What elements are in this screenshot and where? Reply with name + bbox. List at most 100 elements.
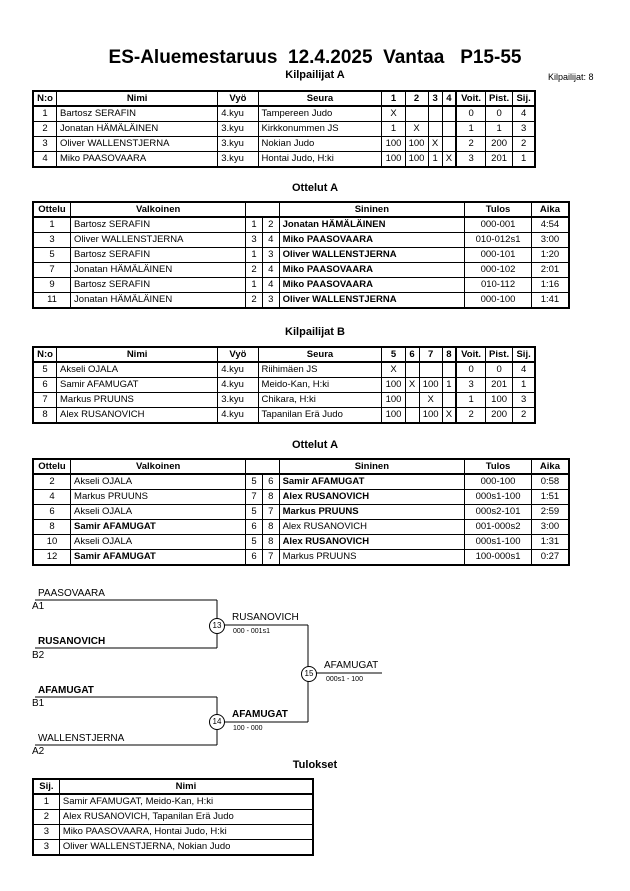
place-cell: 4 bbox=[512, 361, 536, 378]
blue-number: 7 bbox=[261, 549, 280, 566]
matches_b-col-header-spacer bbox=[245, 458, 280, 475]
pool_a-col-header: Pist. bbox=[484, 90, 514, 107]
result-place: 3 bbox=[32, 839, 60, 856]
score-cell: 100 bbox=[381, 151, 406, 168]
result-name: Oliver WALLENSTJERNA, Nokian Judo bbox=[58, 839, 314, 856]
match-time: 1:41 bbox=[530, 292, 570, 309]
final-winner-name: AFAMUGAT bbox=[324, 660, 379, 671]
pool_a-col-header: N:o bbox=[32, 90, 57, 107]
white-name: Jonatan HÄMÄLÄINEN bbox=[70, 292, 247, 309]
match-result: 010-112 bbox=[464, 277, 532, 293]
competitor-belt: 4.kyu bbox=[217, 407, 259, 424]
competitor-belt: 3.kyu bbox=[217, 392, 259, 408]
final-score: 000s1 - 100 bbox=[326, 676, 363, 683]
pool_a-col-header: Nimi bbox=[55, 90, 219, 107]
sf2-bottom-seed: A2 bbox=[32, 746, 45, 757]
match-time: 0:27 bbox=[530, 549, 570, 566]
score-cell: 100 bbox=[404, 151, 429, 168]
blue-name: Alex RUSANOVICH bbox=[278, 534, 466, 550]
sf1-match-number: 13 bbox=[209, 618, 225, 634]
place-cell: 1 bbox=[512, 151, 536, 168]
results-header-row: Sij.Nimi bbox=[32, 778, 314, 795]
results-col-header: Sij. bbox=[32, 778, 60, 795]
place-cell: 2 bbox=[512, 407, 536, 424]
score-cell: 100 bbox=[381, 136, 406, 152]
final-match-number: 15 bbox=[301, 666, 317, 682]
pool_a-col-header: Sij. bbox=[512, 90, 536, 107]
pool-a-title: Kilpailijat A bbox=[285, 69, 345, 81]
blue-name: Oliver WALLENSTJERNA bbox=[278, 292, 466, 309]
result-name: Samir AFAMUGAT, Meido-Kan, H:ki bbox=[58, 793, 314, 810]
white-name: Samir AFAMUGAT bbox=[70, 549, 247, 566]
match-time: 1:31 bbox=[530, 534, 570, 550]
match-time: 1:16 bbox=[530, 277, 570, 293]
competitor-number: 4 bbox=[32, 151, 57, 168]
match-result: 000s1-100 bbox=[464, 534, 532, 550]
result-name: Miko PAASOVAARA, Hontai Judo, H:ki bbox=[58, 824, 314, 840]
pool_b-col-header: Seura bbox=[257, 346, 383, 363]
matches_a-col-header: Valkoinen bbox=[70, 201, 247, 218]
sf2-match-number: 14 bbox=[209, 714, 225, 730]
matches_a-col-header: Tulos bbox=[464, 201, 532, 218]
score-cell bbox=[404, 392, 420, 408]
matches_a-col-header-spacer bbox=[245, 201, 280, 218]
pool_b-col-header: Sij. bbox=[512, 346, 536, 363]
pool-b-title: Kilpailijat B bbox=[285, 326, 345, 338]
competitor-number: 8 bbox=[32, 407, 57, 424]
matches_a-col-header: Aika bbox=[530, 201, 570, 218]
result-place: 1 bbox=[32, 793, 60, 810]
page-title: ES-Aluemestaruus 12.4.2025 Vantaa P15-55 bbox=[108, 47, 522, 68]
result-place: 2 bbox=[32, 809, 60, 825]
match-number: 10 bbox=[32, 534, 72, 550]
competitor-name: Markus PRUUNS bbox=[55, 392, 219, 408]
sf2-score: 100 - 000 bbox=[233, 725, 263, 732]
white-name: Bartosz SERAFIN bbox=[70, 277, 247, 293]
matches_b-col-header: Aika bbox=[530, 458, 570, 475]
score-cell: X bbox=[441, 151, 457, 168]
match-result: 000-100 bbox=[464, 292, 532, 309]
competitor-name: Oliver WALLENSTJERNA bbox=[55, 136, 219, 152]
blue-name: Miko PAASOVAARA bbox=[278, 277, 466, 293]
sf1-top-seed: A1 bbox=[32, 601, 45, 612]
sf2-bottom-name: WALLENSTJERNA bbox=[38, 733, 125, 744]
competitor-belt: 4.kyu bbox=[217, 105, 259, 122]
pool_b-col-header: 6 bbox=[404, 346, 420, 363]
competitor-club: Nokian Judo bbox=[257, 136, 383, 152]
sf1-bottom-name: RUSANOVICH bbox=[38, 636, 106, 647]
wins-cell: 2 bbox=[455, 407, 486, 424]
pool_a-col-header: Vyö bbox=[217, 90, 259, 107]
wins-cell: 3 bbox=[455, 151, 486, 168]
participant-count: Kilpailijat: 8 bbox=[548, 72, 594, 82]
blue-name: Markus PRUUNS bbox=[278, 549, 466, 566]
sf1-winner-name: RUSANOVICH bbox=[232, 612, 299, 623]
sf1-top-name: PAASOVAARA bbox=[38, 588, 105, 599]
matches_b-col-header: Valkoinen bbox=[70, 458, 247, 475]
pool_b-col-header: N:o bbox=[32, 346, 57, 363]
score-cell: X bbox=[418, 392, 443, 408]
sf2-top-seed: B1 bbox=[32, 698, 45, 709]
